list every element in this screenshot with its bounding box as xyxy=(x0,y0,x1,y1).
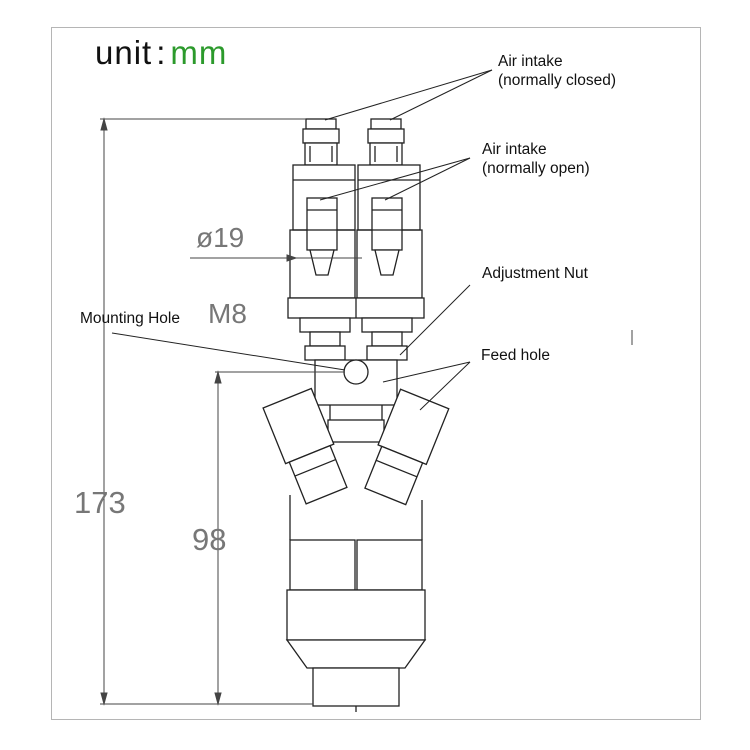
dimension-lines xyxy=(100,117,633,706)
right-top-fitting xyxy=(367,118,405,166)
callout-air-intake-open-line1: Air intake xyxy=(482,141,547,158)
mounting-block xyxy=(314,359,398,443)
callout-air-intake-open: Air intake (normally open) xyxy=(482,140,590,178)
dimension-diameter: ø19 xyxy=(196,222,245,253)
callout-adjustment-nut: Adjustment Nut xyxy=(482,265,588,282)
leader-lines xyxy=(111,69,493,411)
left-feed-fitting xyxy=(262,387,348,505)
callout-air-intake-closed-line2: (normally closed) xyxy=(498,72,617,89)
dimension-mounting-hole-size: M8 xyxy=(208,298,247,329)
unit-separator: : xyxy=(156,34,167,71)
callout-feed-hole: Feed hole xyxy=(481,347,550,364)
normally-open-fittings xyxy=(306,197,403,276)
callout-mounting-hole: Mounting Hole xyxy=(80,310,180,327)
dimension-total-height: 173 xyxy=(74,485,126,520)
callout-air-intake-closed-line1: Air intake xyxy=(498,53,563,70)
lower-bodies xyxy=(289,495,423,591)
unit-value: mm xyxy=(170,34,228,71)
dimension-lower-height: 98 xyxy=(192,522,227,557)
right-feed-fitting xyxy=(364,388,450,506)
callout-air-intake-closed: Air intake (normally closed) xyxy=(498,52,616,90)
unit-label-text: unit xyxy=(95,34,153,71)
left-top-fitting xyxy=(302,118,340,166)
unit-label: unit:mm xyxy=(95,34,227,72)
drawing-frame xyxy=(51,27,701,720)
adjustment-nut-section xyxy=(287,297,425,361)
nozzle-section xyxy=(285,589,427,712)
callout-air-intake-open-line2: (normally open) xyxy=(482,160,590,177)
